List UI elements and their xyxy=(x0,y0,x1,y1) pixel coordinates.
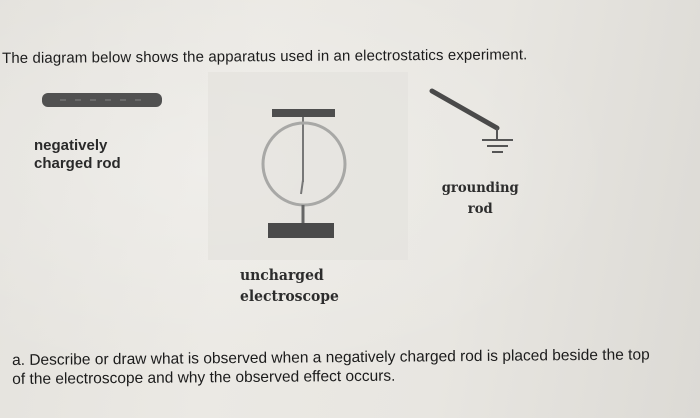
electroscope-top-plate xyxy=(272,109,335,117)
grounding-rod-label-line-2: rod xyxy=(467,201,493,217)
grounding-rod-label: grounding rod xyxy=(437,178,523,220)
charged-rod-label-line-1: negatively xyxy=(34,137,108,154)
charged-rod-label: negatively charged rod xyxy=(34,137,121,173)
charged-rod xyxy=(42,93,162,107)
electroscope-label-line-1: uncharged xyxy=(240,266,324,284)
electroscope-label-line-2: electroscope xyxy=(240,287,339,305)
question-a: a. Describe or draw what is observed whe… xyxy=(12,346,650,388)
grounding-rod-arm xyxy=(429,88,500,131)
electroscope-leaves xyxy=(300,179,304,195)
electroscope-label: uncharged electroscope xyxy=(240,265,339,307)
grounding-rod xyxy=(429,88,513,153)
charged-rod-label-line-2: charged rod xyxy=(34,155,121,172)
grounding-rod-label-line-1: grounding xyxy=(441,180,519,196)
electroscope-base xyxy=(268,223,334,238)
charged-rod-body xyxy=(42,93,162,107)
electroscope xyxy=(261,109,347,238)
